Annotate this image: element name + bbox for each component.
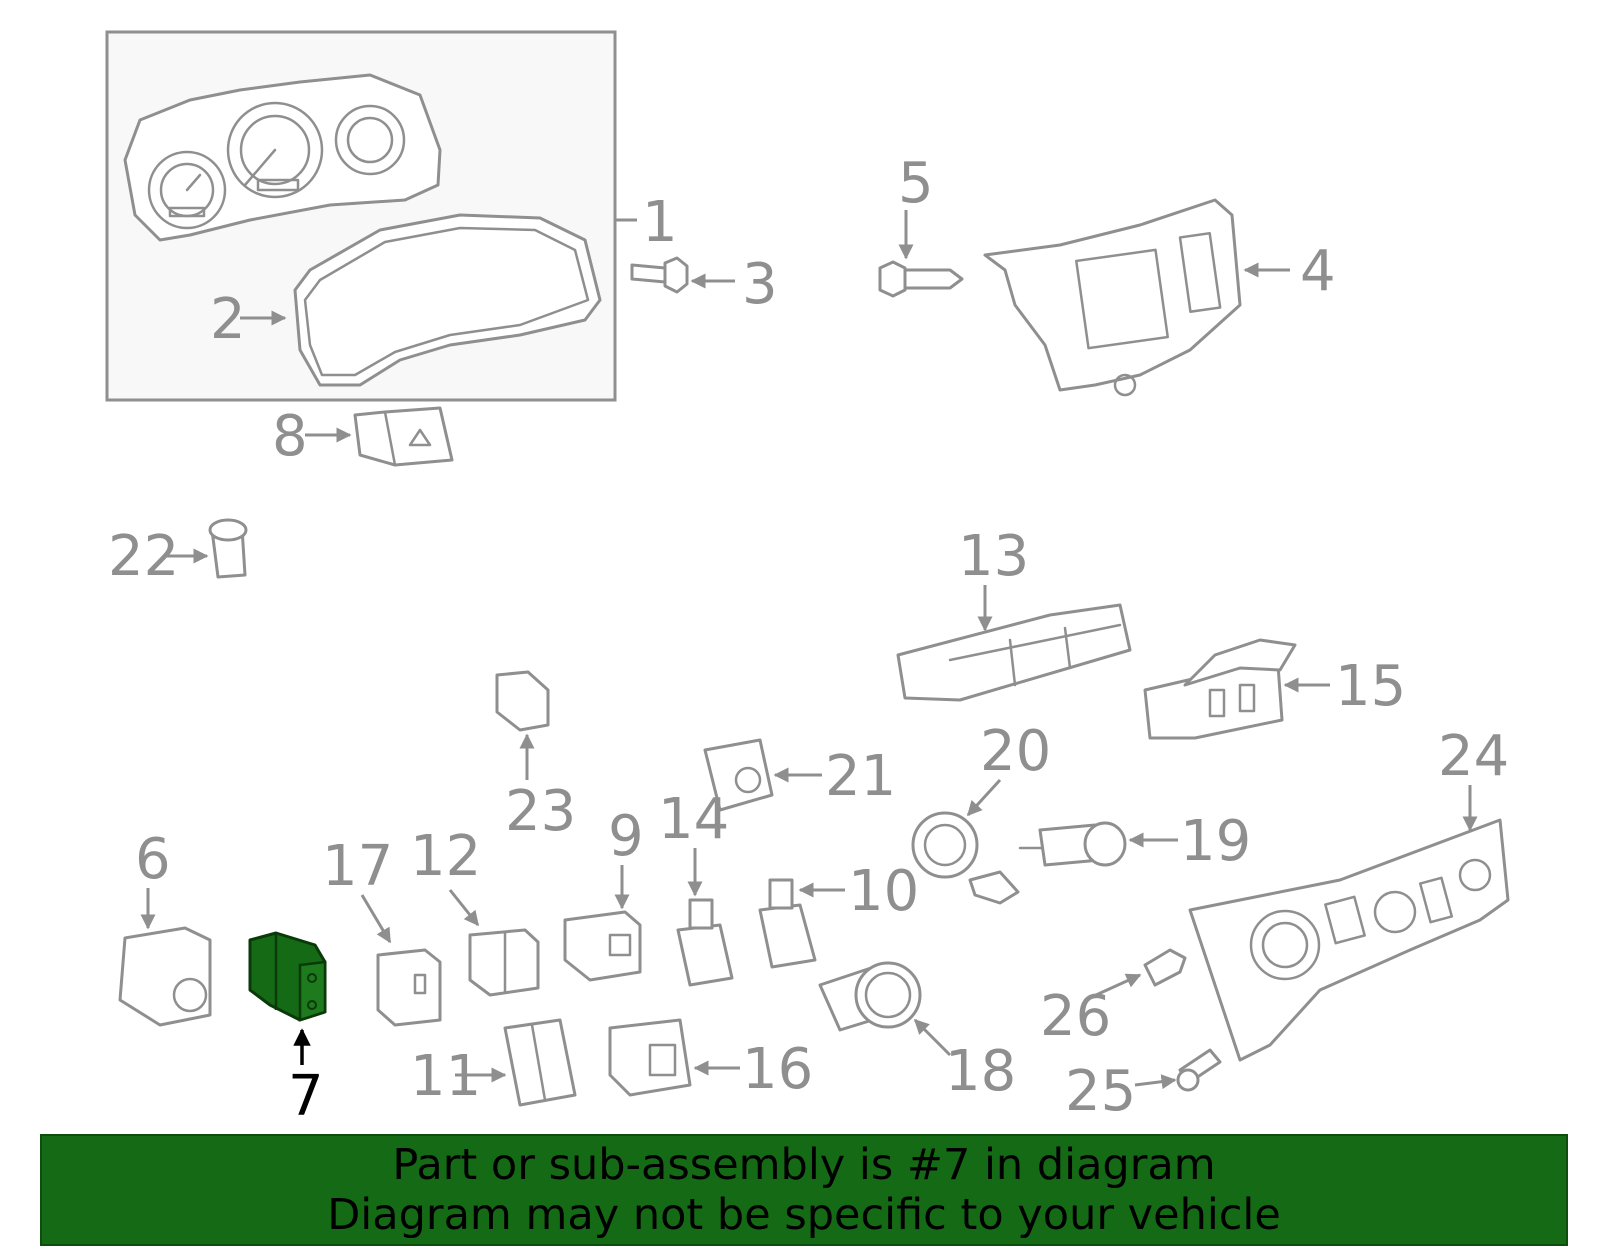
callout-5: 5 (898, 151, 934, 216)
part-cluster-lens[interactable] (293, 213, 602, 387)
callout-10: 10 (848, 859, 919, 924)
callout-2: 2 (210, 287, 246, 352)
callout-19: 19 (1180, 809, 1251, 874)
part-control-panel-24[interactable] (1188, 818, 1510, 1062)
part-clip-26[interactable] (1143, 948, 1187, 987)
part-switch-6[interactable] (118, 926, 212, 1027)
info-banner: Part or sub-assembly is #7 in diagram Di… (40, 1134, 1568, 1246)
callout-6: 6 (135, 827, 171, 892)
callout-4: 4 (1300, 239, 1336, 304)
callout-13: 13 (958, 524, 1029, 589)
part-switch-12[interactable] (468, 928, 540, 997)
part-screw-25[interactable] (1176, 1048, 1222, 1092)
callout-11: 11 (410, 1044, 481, 1109)
callout-24: 24 (1438, 724, 1509, 789)
part-switch-23[interactable] (495, 670, 550, 732)
part-switch-17[interactable] (376, 948, 442, 1027)
callout-3: 3 (742, 252, 778, 317)
part-switch-7-highlighted[interactable] (248, 931, 327, 1022)
callout-7: 7 (288, 1064, 324, 1129)
callout-16: 16 (742, 1037, 813, 1102)
banner-line-2: Diagram may not be specific to your vehi… (327, 1190, 1281, 1240)
part-bolt-5[interactable] (878, 260, 964, 298)
callout-1: 1 (642, 190, 678, 255)
part-switch-15[interactable] (1143, 638, 1297, 740)
part-switch-14[interactable] (676, 898, 734, 987)
callout-21: 21 (825, 744, 896, 809)
part-socket-20[interactable] (911, 811, 1020, 905)
part-switch-11[interactable] (503, 1018, 577, 1107)
callout-25: 25 (1065, 1059, 1136, 1124)
callout-18: 18 (945, 1039, 1016, 1104)
callout-15: 15 (1335, 654, 1406, 719)
part-switch-16[interactable] (608, 1018, 692, 1097)
part-switch-21[interactable] (703, 738, 774, 812)
part-switch-10[interactable] (758, 878, 817, 969)
part-screw-3[interactable] (630, 256, 689, 294)
part-instrument-cluster[interactable] (123, 73, 442, 242)
callout-22: 22 (108, 524, 179, 589)
part-hazard-switch[interactable] (353, 406, 454, 467)
part-socket-19[interactable] (1018, 821, 1127, 867)
callout-26: 26 (1040, 984, 1111, 1049)
part-button-18[interactable] (818, 961, 922, 1032)
part-display-bracket[interactable] (983, 198, 1242, 397)
callout-23: 23 (505, 779, 576, 844)
callout-17: 17 (322, 834, 393, 899)
callout-12: 12 (410, 824, 481, 889)
callout-14: 14 (658, 787, 729, 852)
part-switch-9[interactable] (563, 910, 642, 982)
callout-9: 9 (608, 804, 644, 869)
part-switch-panel-13[interactable] (896, 603, 1132, 702)
callout-20: 20 (980, 719, 1051, 784)
banner-line-1: Part or sub-assembly is #7 in diagram (392, 1140, 1216, 1190)
callout-8: 8 (272, 404, 308, 469)
part-knob-22[interactable] (208, 518, 248, 579)
